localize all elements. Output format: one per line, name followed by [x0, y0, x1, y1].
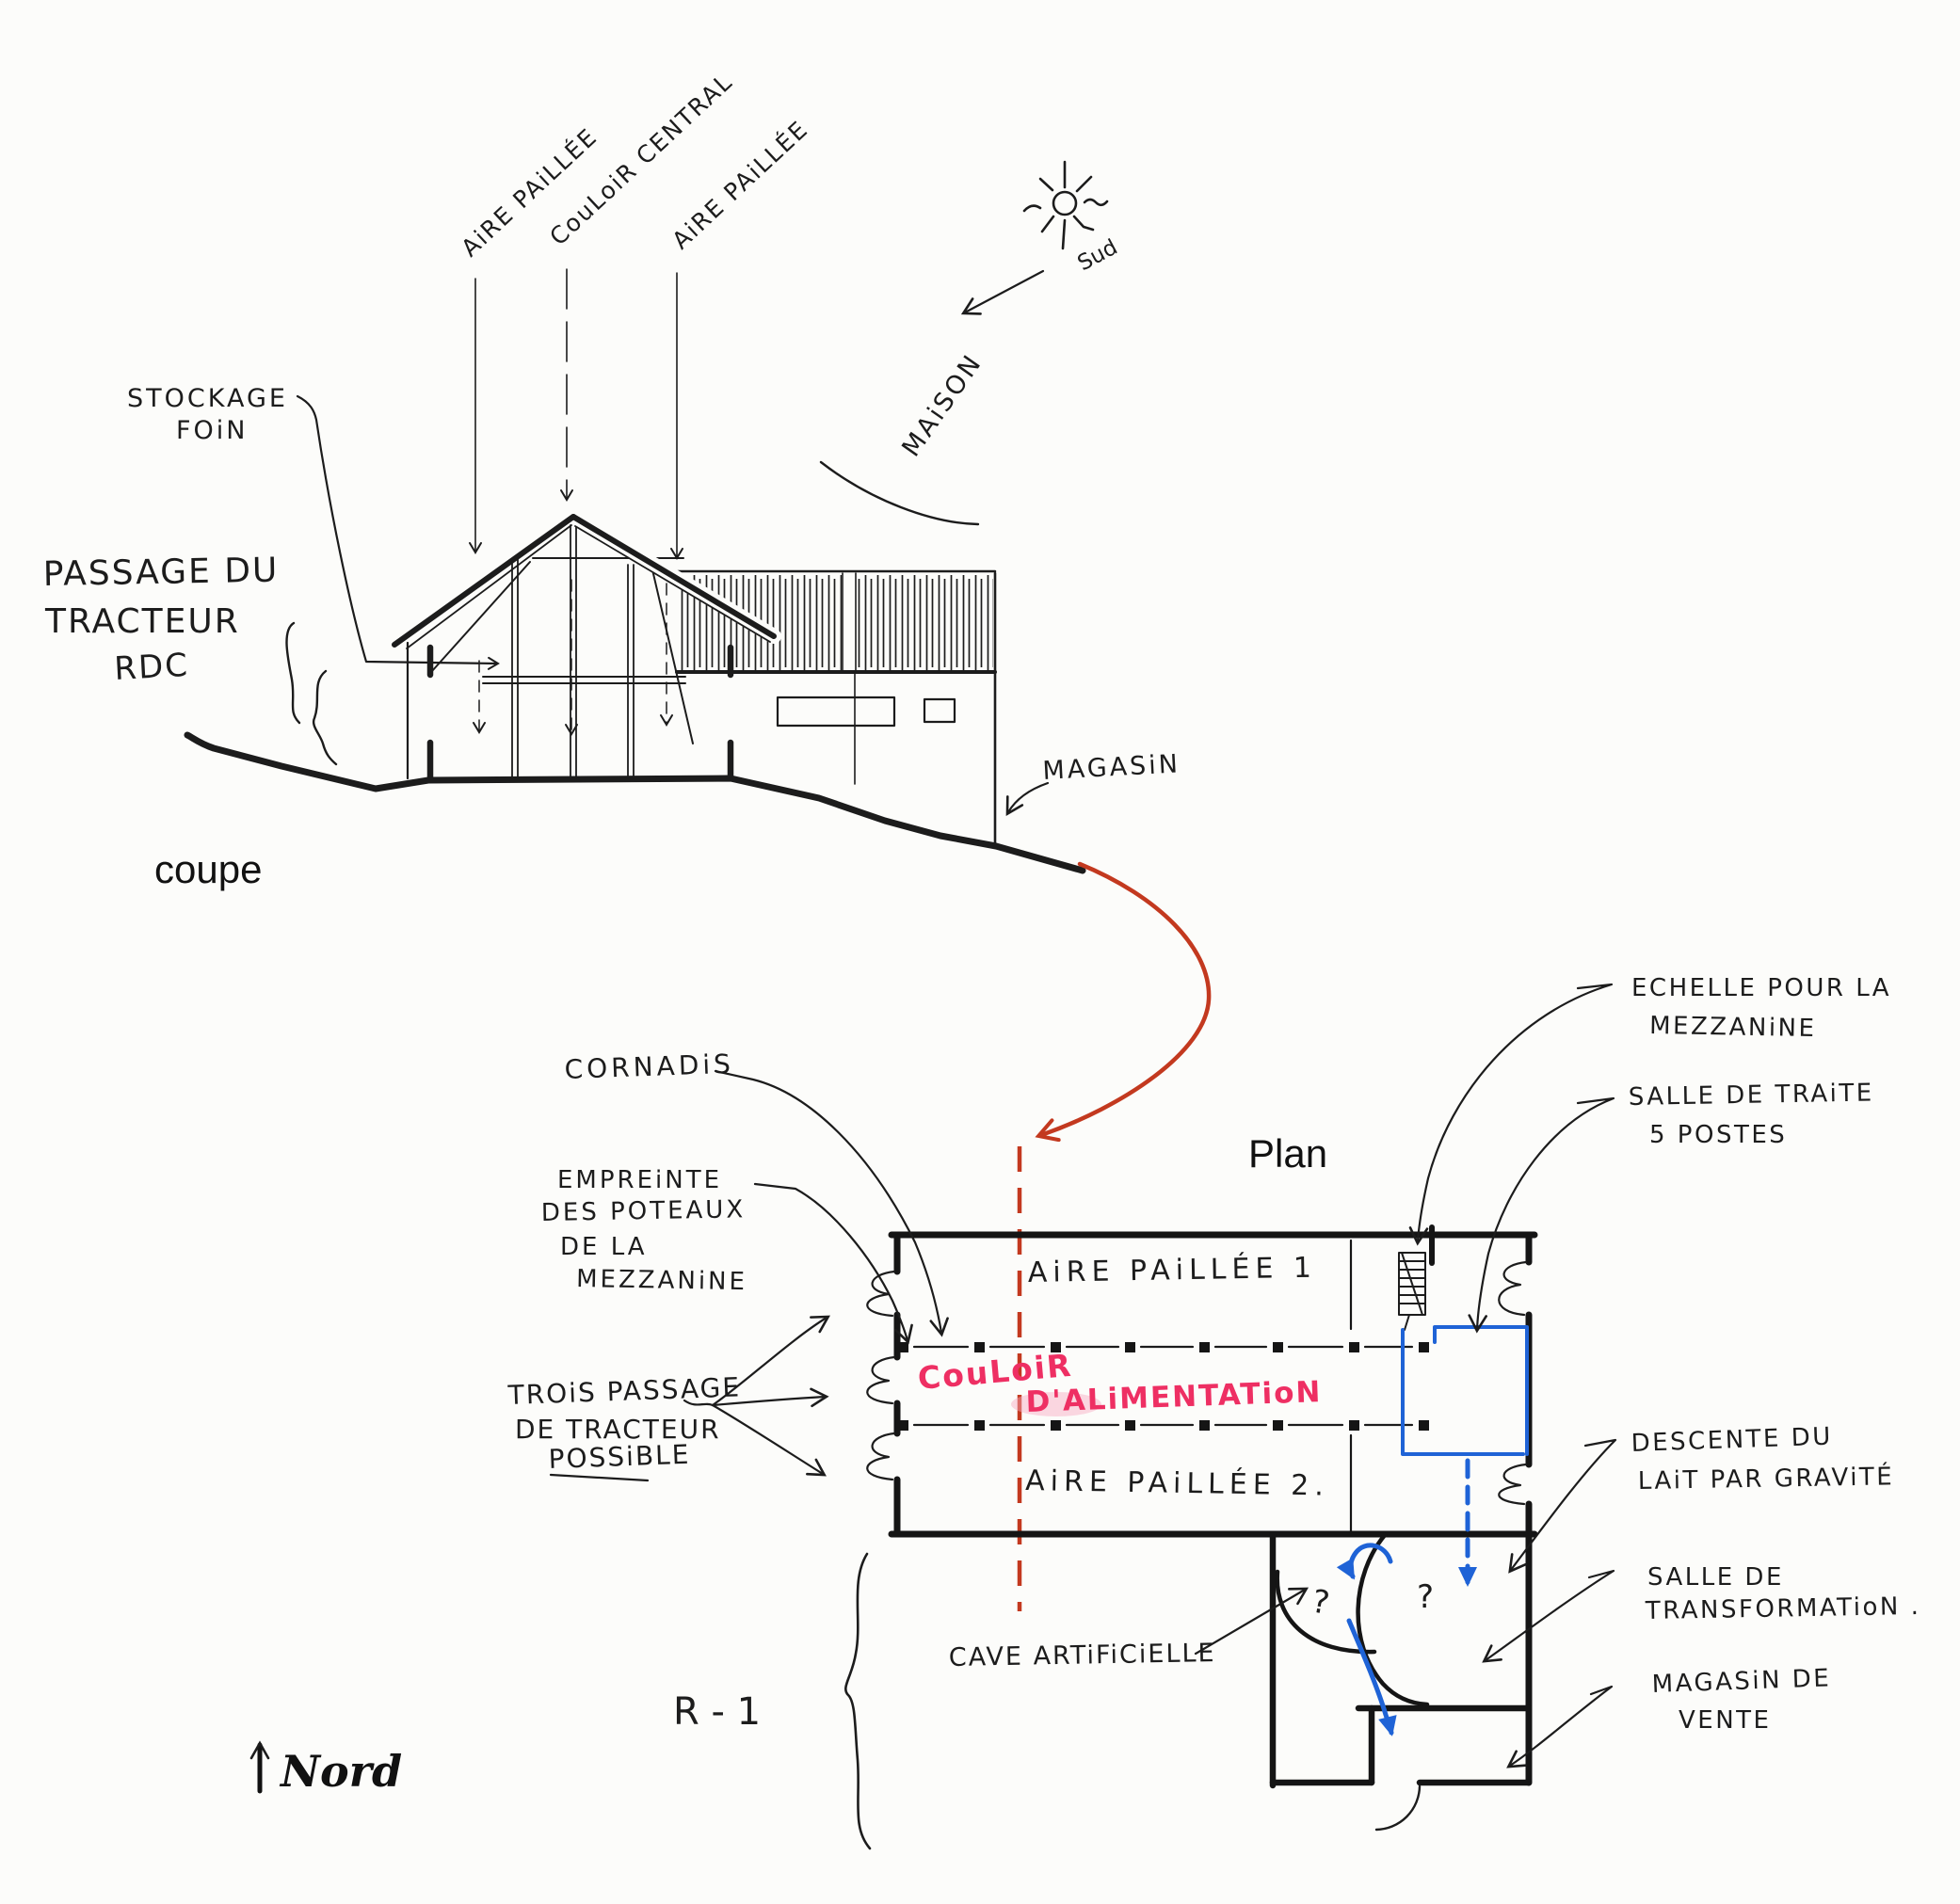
barn-structure — [406, 524, 997, 848]
transformation-leader — [1482, 1569, 1615, 1663]
cave-leader — [1194, 1587, 1309, 1656]
question-mark-left: ? — [1309, 1582, 1332, 1623]
cornadis-leader — [714, 1069, 949, 1337]
pink-smudge — [1011, 1392, 1101, 1416]
annex-walls — [1269, 1530, 1533, 1789]
trois-passage-arrows — [683, 1315, 830, 1477]
passage-brace-large — [312, 669, 338, 766]
label-empreinte-1: EMPREiNTE — [557, 1166, 722, 1194]
label-vente-2: VENTE — [1679, 1706, 1771, 1735]
label-echelle-block: ECHELLE POUR LA MEZZANiNE — [1631, 974, 1891, 1043]
label-foin: FOiN — [176, 416, 248, 445]
label-maison: MAiSON — [896, 348, 988, 462]
question-mark-right: ? — [1417, 1578, 1434, 1616]
milk-flow-arrows — [1336, 1543, 1397, 1736]
descente-leader — [1508, 1438, 1617, 1574]
label-magasin-vente-block: MAGASiN DE VENTE — [1651, 1664, 1832, 1735]
echelle-leader — [1408, 983, 1614, 1246]
roof-label-leaders — [469, 268, 683, 560]
label-descente-block: DESCENTE DU LAiT PAR GRAViTÉ — [1631, 1423, 1894, 1496]
label-trois-2: DE TRACTEUR — [515, 1414, 721, 1445]
label-cave: CAVE ARTiFiCiELLE — [949, 1639, 1216, 1672]
empreinte-leader — [753, 1182, 913, 1345]
label-sud: Sud — [1074, 235, 1122, 277]
label-traite-2: 5 POSTES — [1649, 1121, 1787, 1149]
label-empreinte-4: MEZZANiNE — [576, 1265, 747, 1296]
r1-brace — [844, 1552, 872, 1850]
stockage-leader-arrow — [296, 394, 500, 670]
label-magasin: MAGASiN — [1042, 749, 1181, 786]
label-aire-paillee-1: AiRE PAiLLÉE 1 — [1028, 1251, 1318, 1289]
label-trois-passage-block: TROiS PASSAGE DE TRACTEUR POSSiBLE — [506, 1371, 742, 1482]
section-coupe-drawing: AiRE PAiLLÉE CouLoiR CENTRAL AiRE PAiLLÉ… — [42, 68, 1181, 891]
interior-down-arrows — [473, 579, 673, 736]
roof-lines — [392, 509, 781, 649]
label-tracteur: TRACTEUR — [44, 602, 240, 641]
label-descente-2: LAiT PAR GRAViTÉ — [1638, 1461, 1895, 1496]
cornadis-rails — [912, 1345, 1414, 1427]
label-cornadis: CORNADiS — [564, 1048, 734, 1085]
label-transfo-2: TRANSFORMATioN . — [1645, 1592, 1921, 1625]
plan-title: Plan — [1248, 1131, 1327, 1176]
sun-icon — [1022, 160, 1109, 250]
right-section-roof-hatch — [675, 569, 997, 674]
label-aire-paillee-2: AiRE PAiLLÉE 2. — [1025, 1464, 1329, 1503]
sun-direction-arrow — [960, 269, 1045, 315]
annex-door-swing — [1374, 1784, 1422, 1832]
label-trois-3: POSSiBLE — [548, 1439, 691, 1475]
label-stockage: STOCKAGE — [127, 384, 288, 413]
passage-brace-small — [285, 621, 301, 725]
traite-leader — [1468, 1096, 1615, 1334]
cave-circle-walls — [1275, 1532, 1430, 1707]
label-nord: Nord — [279, 1746, 402, 1797]
ground-line — [184, 731, 1086, 874]
label-transfo-1: SALLE DE — [1647, 1563, 1784, 1592]
label-niveau-r1: R - 1 — [673, 1690, 761, 1734]
ladder-icon — [1398, 1252, 1426, 1331]
label-empreinte-block: EMPREiNTE DES POTEAUX DE LA MEZZANiNE — [541, 1166, 748, 1296]
label-aire-paillee-right: AiRE PAiLLÉE — [667, 115, 813, 254]
label-transformation-block: SALLE DE TRANSFORMATioN . — [1645, 1563, 1921, 1625]
label-traite-block: SALLE DE TRAiTE 5 POSTES — [1629, 1079, 1874, 1149]
maison-leader-curve — [819, 460, 980, 526]
label-empreinte-3: DE LA — [560, 1233, 648, 1261]
magasin-leader-arrow — [1005, 781, 1050, 817]
label-vente-1: MAGASiN DE — [1651, 1664, 1832, 1699]
red-curved-arrow — [1035, 861, 1212, 1143]
label-echelle-2: MEZZANiNE — [1649, 1012, 1817, 1043]
north-compass: Nord — [249, 1740, 402, 1797]
magasin-vente-leader — [1506, 1685, 1614, 1768]
label-rdc: RDC — [113, 647, 190, 688]
label-traite-1: SALLE DE TRAiTE — [1629, 1079, 1874, 1112]
label-passage-du: PASSAGE DU — [42, 552, 279, 594]
plan-walls — [888, 1224, 1538, 1786]
plan-drawing: Plan Ai — [249, 974, 1921, 1850]
label-aire-paillee-left: AiRE PAiLLÉE — [456, 122, 602, 262]
label-echelle-1: ECHELLE POUR LA — [1631, 974, 1891, 1002]
label-empreinte-2: DES POTEAUX — [541, 1195, 747, 1227]
section-title: coupe — [154, 847, 262, 891]
label-descente-1: DESCENTE DU — [1631, 1423, 1833, 1458]
